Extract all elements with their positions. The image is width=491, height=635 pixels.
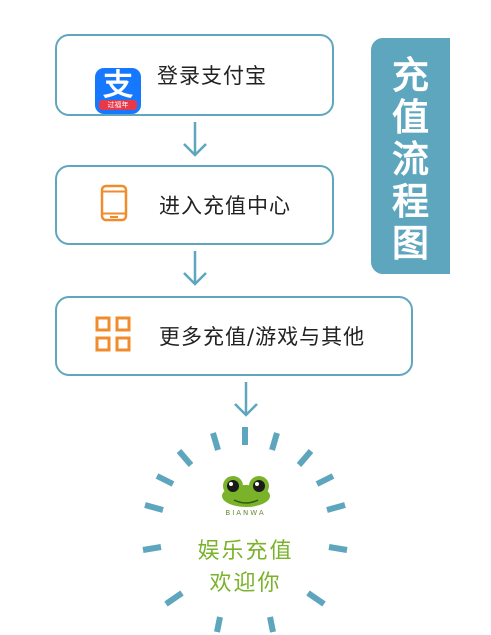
step-more-recharge[interactable]: 更多充值/游戏与其他 xyxy=(55,296,413,376)
step-label-more-recharge: 更多充值/游戏与其他 xyxy=(159,325,366,349)
alipay-badge: 过福年 xyxy=(99,100,137,110)
step-label-login: 登录支付宝 xyxy=(157,64,267,88)
flowchart-title-tab: 充 值 流 程 图 xyxy=(371,38,450,274)
grid-icon xyxy=(95,316,131,356)
badge-line-recharge: 娱乐充值 xyxy=(197,539,294,564)
alipay-glyph: 支 xyxy=(103,68,133,103)
down-arrow-icon xyxy=(183,122,207,157)
brand-name: BIANWA xyxy=(225,509,266,517)
step-login-alipay[interactable]: 支 过福年 登录支付宝 xyxy=(55,34,334,116)
step-label-recharge-center: 进入充值中心 xyxy=(159,194,291,218)
step-recharge-center[interactable]: 进入充值中心 xyxy=(55,165,334,245)
down-arrow-icon xyxy=(183,251,207,286)
down-arrow-icon xyxy=(234,382,258,417)
side-tab-char: 流 xyxy=(392,138,429,181)
side-tab-char: 图 xyxy=(392,222,429,265)
side-tab-char: 程 xyxy=(392,180,429,223)
phone-icon xyxy=(100,184,128,226)
side-tab-char: 值 xyxy=(392,96,429,139)
alipay-app-icon: 支 过福年 xyxy=(95,68,141,114)
badge-line-welcome: 欢迎你 xyxy=(209,571,282,596)
frog-logo-icon xyxy=(222,476,270,507)
side-tab-char: 充 xyxy=(392,54,429,97)
